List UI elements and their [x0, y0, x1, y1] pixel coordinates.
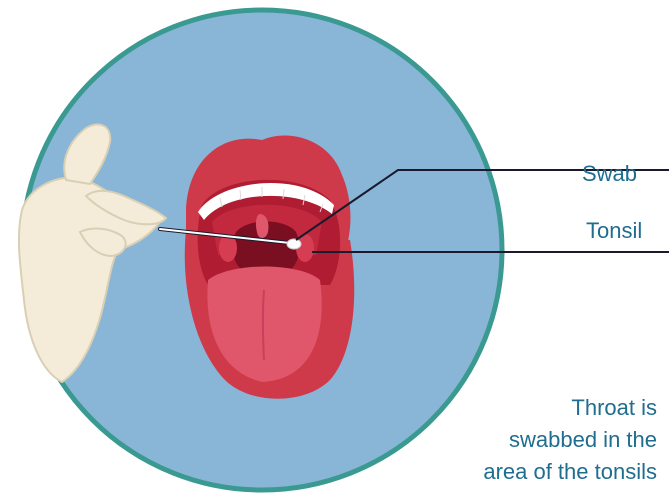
caption-line-1: Throat is [377, 392, 657, 424]
tongue-center-line [263, 290, 264, 360]
caption: Throat is swabbed in the area of the ton… [377, 392, 657, 488]
tonsil-label: Tonsil [586, 218, 642, 244]
caption-line-2: swabbed in the [377, 424, 657, 456]
caption-line-3: area of the tonsils [377, 456, 657, 488]
swab-tip [287, 239, 301, 249]
swab-label: Swab [582, 161, 637, 187]
open-mouth-icon [185, 135, 355, 398]
